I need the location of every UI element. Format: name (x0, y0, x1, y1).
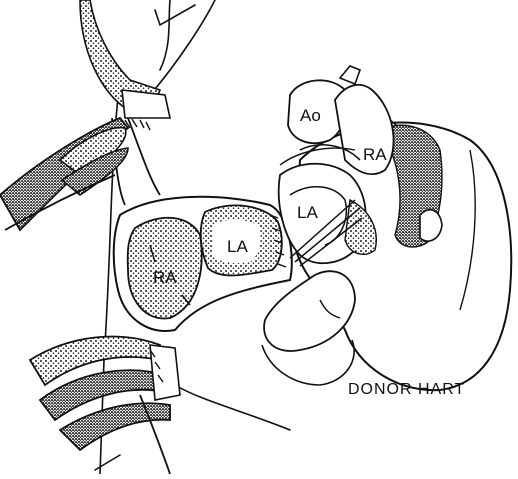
label-recipient-left-atrium: LA (227, 237, 248, 256)
label-donor-left-atrium: LA (297, 203, 318, 222)
lower-vascular-clamp (30, 337, 180, 474)
recipient-atria (114, 197, 292, 331)
label-recipient-right-atrium: RA (153, 268, 177, 287)
label-donor-right-atrium: RA (363, 145, 387, 164)
upper-vascular-clamp (0, 118, 128, 230)
label-aorta: Ao (300, 106, 321, 125)
caption-donor-heart: DONOR HART (348, 381, 465, 398)
